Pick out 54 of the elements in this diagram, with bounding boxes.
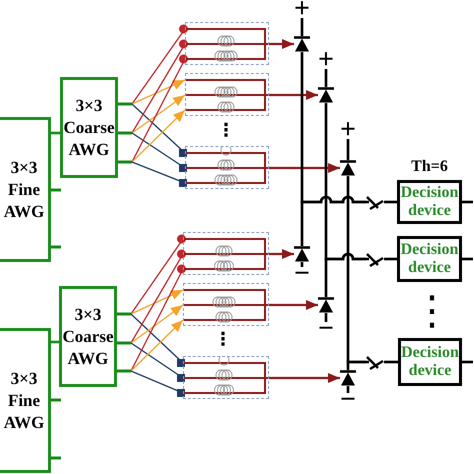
wire [346,360,366,370]
switch-icon [366,194,384,210]
arrow [269,300,318,310]
ellipsis: ⋮ [213,328,233,352]
wire [462,360,473,364]
arrow [269,39,294,49]
awg-label: 3×3 Fine AWG [4,156,44,222]
wire [384,258,397,260]
awg-box [60,77,118,178]
polarity-sign: + [293,0,311,18]
wire [346,139,350,160]
device-label: Decision device [400,184,458,220]
polarity-sign: − [339,393,357,407]
polarity-sign: + [317,51,335,69]
awg-box [0,117,51,262]
photodiode-icon [340,160,356,176]
photodiode-icon [294,246,310,262]
wire [384,200,397,204]
wire [324,252,366,297]
awg-label: 3×3 Coarse AWG [64,94,114,160]
wire [462,258,473,260]
awg-label: 3×3 Coarse AWG [62,304,114,370]
awg-label: 3×3 Fine AWG [4,368,44,434]
wire [51,340,59,344]
wire [300,18,304,36]
wire [384,360,398,364]
wire [462,200,473,204]
arrow [269,249,294,259]
arrow [269,373,340,383]
wire [300,196,366,246]
threshold-label: Th=6 [411,158,448,176]
device-label: Decision device [401,344,459,380]
ellipsis: ⋮ [216,119,236,143]
decision-box [398,338,462,386]
photodiode-icon [318,297,334,313]
device-label: Decision device [400,241,458,277]
polarity-sign: − [293,267,311,281]
arrow [269,90,318,100]
arrow [269,163,340,173]
awg-box [59,286,117,387]
wire [324,69,328,87]
wire [300,262,304,267]
wire [51,132,60,134]
photodiode-icon [318,87,334,103]
ellipsis: ⋮ [412,288,436,334]
photodiode-icon [294,36,310,52]
awg-box [0,328,51,473]
polarity-sign: − [317,322,335,336]
switch-icon [366,354,384,370]
switch-icon [366,251,384,267]
photodiode-icon [340,370,356,386]
wire [324,313,328,322]
polarity-sign: + [339,121,357,139]
wire [346,386,350,393]
